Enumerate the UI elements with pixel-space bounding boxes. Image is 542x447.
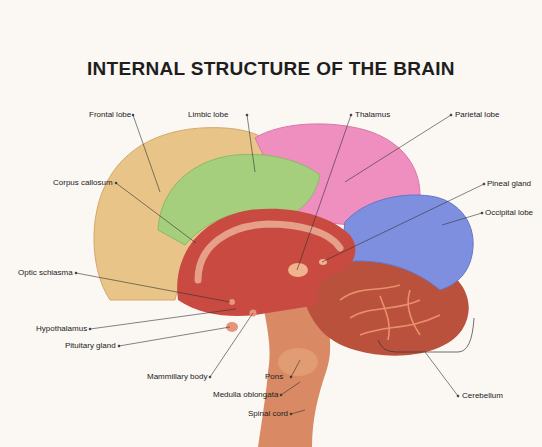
part-label: Spinal cord	[248, 409, 288, 419]
part-label: Limbic lobe	[188, 110, 228, 120]
part-label: Frontal lobe	[89, 110, 131, 120]
inner-brain-shape	[177, 209, 355, 316]
part-label: Hypothalamus	[36, 324, 87, 334]
part-label: Medulla oblongata	[213, 390, 278, 400]
part-label: Pituitary gland	[65, 341, 116, 351]
part-label: Pons	[265, 372, 283, 382]
occipital-lobe-shape	[340, 195, 473, 290]
part-label: Optic schiasma	[18, 268, 73, 278]
part-label: Corpus callosum	[53, 178, 113, 188]
part-label: Parietal lobe	[455, 110, 499, 120]
diagram-title: INTERNAL STRUCTURE OF THE BRAIN	[87, 58, 455, 80]
thalamus-shape	[288, 263, 308, 277]
pons-shape	[278, 348, 318, 376]
leader-lines	[75, 114, 485, 415]
part-label: Thalamus	[355, 110, 390, 120]
part-label: Occipital lobe	[485, 208, 533, 218]
arbor-vitae	[340, 285, 440, 340]
corpus-callosum-shape	[198, 224, 340, 280]
part-label: Pineal gland	[487, 179, 531, 189]
pituitary-shape	[226, 322, 238, 332]
part-label: Mammillary body	[147, 372, 207, 382]
part-label: Cerebellum	[462, 391, 503, 401]
cerebellum-bracket	[378, 318, 474, 352]
